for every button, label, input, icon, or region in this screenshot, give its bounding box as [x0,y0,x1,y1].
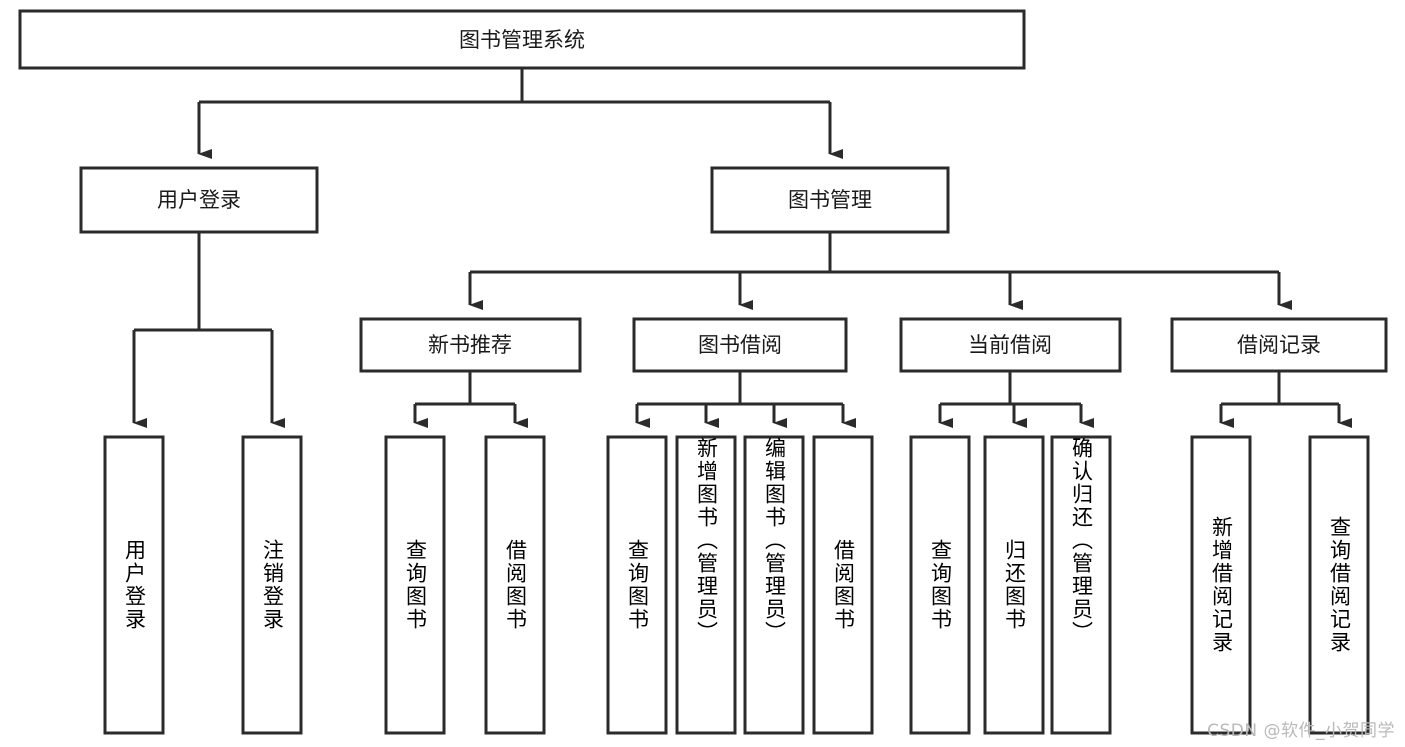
leaf-box-current-borrow-2[interactable] [1050,435,1112,735]
node-current-borrow-box[interactable] [899,317,1122,373]
leaf-box-user-login-0[interactable] [103,435,165,735]
leaf-box-book-borrow-0[interactable] [606,435,668,735]
node-current-borrow-label: 当前借阅 [968,333,1052,357]
leaf-box-borrow-record-1[interactable] [1308,435,1370,735]
node-book-manage-label: 图书管理 [788,188,872,212]
node-borrow-record-label: 借阅记录 [1237,333,1321,357]
node-book-borrow-label: 图书借阅 [698,333,782,357]
leaf-box-borrow-record-0[interactable] [1190,435,1252,735]
node-user-login-box[interactable] [79,166,319,234]
node-root-box[interactable] [18,9,1026,70]
leaf-box-new-book-0[interactable] [384,435,446,735]
leaf-box-new-book-1[interactable] [484,435,546,735]
leaf-box-current-borrow-1[interactable] [983,435,1045,735]
leaf-box-book-borrow-3[interactable] [812,435,874,735]
leaf-box-user-login-1[interactable] [241,435,303,735]
node-new-book-recommend-box[interactable] [359,317,582,373]
node-root-label: 图书管理系统 [459,28,585,52]
leaf-box-book-borrow-1[interactable] [675,435,737,735]
node-user-login-label: 用户登录 [157,188,241,212]
leaf-box-book-borrow-2[interactable] [743,435,805,735]
csdn-watermark: CSDN @软件_小贺同学 [1207,721,1395,741]
node-new-book-recommend-label: 新书推荐 [428,333,512,357]
leaf-box-current-borrow-0[interactable] [909,435,971,735]
